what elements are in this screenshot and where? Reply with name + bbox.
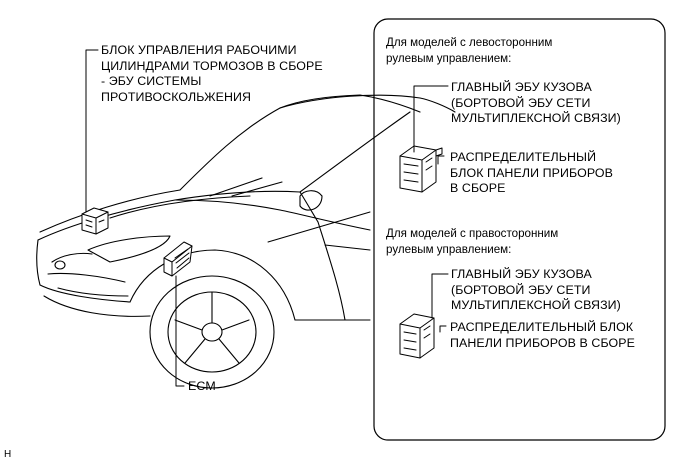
rhd-junction-block-label: РАСПРЕДЕЛИТЕЛЬНЫЙ БЛОК ПАНЕЛИ ПРИБОРОВ В… — [450, 320, 635, 351]
ecm-part — [163, 241, 193, 277]
rhd-heading-line: Для моделей с правосторонним — [386, 227, 559, 240]
lhd-heading-line: Для моделей с левосторонним — [386, 36, 553, 49]
lhd-junction-block-label: РАСПРЕДЕЛИТЕЛЬНЫЙ БЛОК ПАНЕЛИ ПРИБОРОВ В… — [450, 150, 613, 197]
lhd-junction-block-line: БЛОК ПАНЕЛИ ПРИБОРОВ — [450, 165, 614, 180]
rhd-junction-block-part — [399, 313, 435, 359]
leader-lines — [85, 49, 371, 387]
lhd-junction-block-line: РАСПРЕДЕЛИТЕЛЬНЫЙ — [450, 150, 597, 164]
lhd-main-body-ecu-label: ГЛАВНЫЙ ЭБУ КУЗОВА (БОРТОВОЙ ЭБУ СЕТИ МУ… — [451, 80, 621, 127]
rhd-junction-block-line: РАСПРЕДЕЛИТЕЛЬНЫЙ БЛОК — [450, 320, 634, 334]
rhd-main-body-ecu-line: ГЛАВНЫЙ ЭБУ КУЗОВА — [451, 267, 592, 281]
rhd-main-body-ecu-line: (БОРТОВОЙ ЭБУ СЕТИ — [451, 282, 591, 297]
abs-actuator-part — [81, 207, 109, 235]
lhd-main-body-ecu-line: (БОРТОВОЙ ЭБУ СЕТИ — [451, 95, 591, 110]
lhd-main-body-ecu-line: МУЛЬТИПЛЕКСНОЙ СВЯЗИ) — [451, 111, 621, 126]
lhd-main-body-ecu-line: ГЛАВНЫЙ ЭБУ КУЗОВА — [451, 80, 592, 94]
rhd-junction-block-line: ПАНЕЛИ ПРИБОРОВ В СБОРЕ — [450, 335, 636, 350]
lhd-junction-block-line: В СБОРЕ — [450, 181, 506, 196]
abs-ecu-label: БЛОК УПРАВЛЕНИЯ РАБОЧИМИ ЦИЛИНДРАМИ ТОРМ… — [101, 43, 323, 105]
lhd-heading: Для моделей с левосторонним рулевым упра… — [386, 35, 552, 66]
rhd-main-body-ecu-label: ГЛАВНЫЙ ЭБУ КУЗОВА (БОРТОВОЙ ЭБУ СЕТИ МУ… — [451, 267, 621, 314]
rhd-main-body-ecu-line: МУЛЬТИПЛЕКСНОЙ СВЯЗИ) — [451, 298, 621, 313]
ecm-label: ECM — [188, 379, 216, 393]
detail-panel — [373, 18, 666, 441]
abs-ecu-label-line: БЛОК УПРАВЛЕНИЯ РАБОЧИМИ — [101, 43, 297, 57]
car-illustration — [36, 94, 456, 389]
rhd-heading: Для моделей с правосторонним рулевым упр… — [386, 226, 558, 257]
lhd-junction-block-part — [399, 145, 443, 193]
abs-ecu-label-line: ЦИЛИНДРАМИ ТОРМОЗОВ В СБОРЕ — [101, 58, 323, 73]
figure-code: H — [4, 449, 12, 460]
lhd-heading-line: рулевым управлением: — [386, 51, 512, 65]
lhd-leaders — [413, 85, 449, 165]
rhd-leaders — [431, 273, 449, 333]
abs-ecu-label-line: - ЭБУ СИСТЕМЫ — [101, 74, 202, 89]
abs-ecu-label-line: ПРОТИВОСКОЛЬЖЕНИЯ — [101, 89, 252, 104]
rhd-heading-line: рулевым управлением: — [386, 242, 512, 256]
